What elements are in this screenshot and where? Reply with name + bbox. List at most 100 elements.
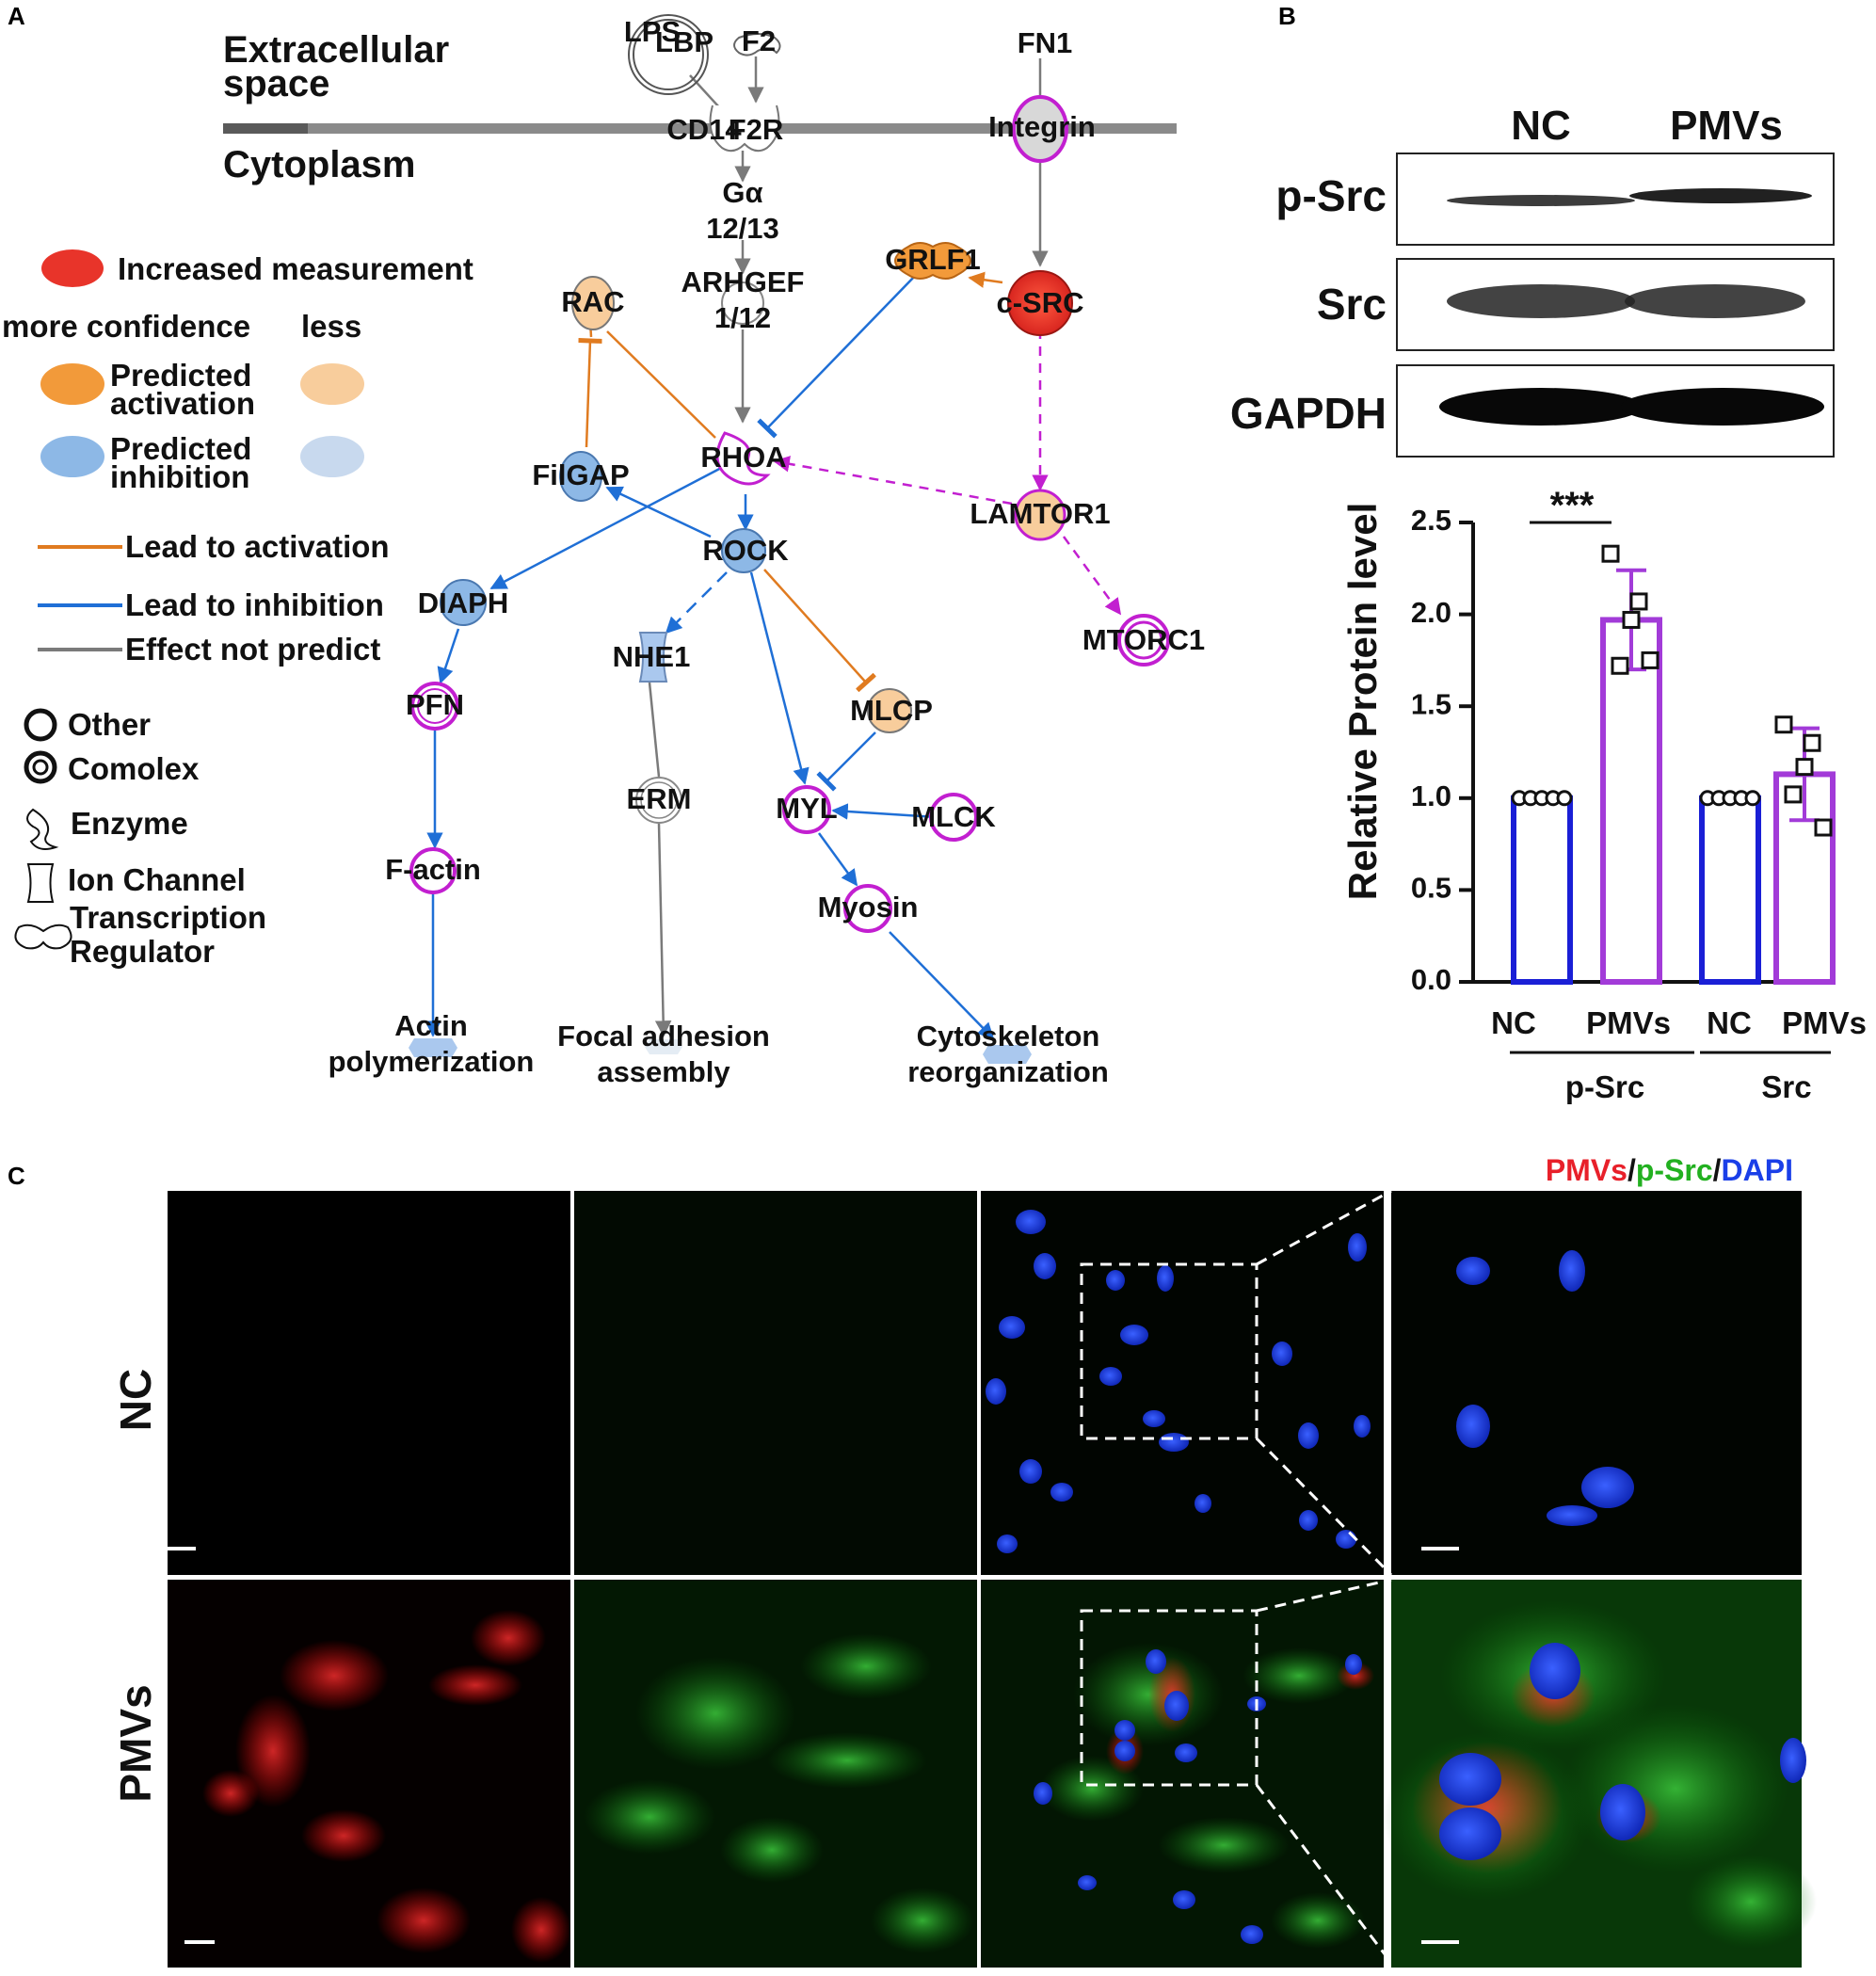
- cat-label-nc-1: NC: [1491, 1005, 1536, 1040]
- row-label-pmvs: PMVs: [111, 1684, 160, 1802]
- chart-ylabel: Relative Protein level: [1340, 503, 1385, 901]
- cell-membrane: [223, 123, 1177, 134]
- nc-zoom: [1391, 1191, 1802, 1575]
- pmvs-red-cells: [202, 1610, 571, 1963]
- legend-inh-strong-swatch: [40, 436, 104, 477]
- node-mlcp: MLCP: [850, 694, 933, 727]
- pmvs-green-cells: [584, 1633, 974, 1953]
- bar-p-src-nc: [1511, 795, 1573, 985]
- wb-col-nc: NC: [1511, 103, 1571, 149]
- membrane-dark-segment: [223, 123, 308, 134]
- band-gapdh-pmvs: [1621, 388, 1824, 426]
- panel-c: C PMVs/p-Src/DAPI NC PMVs: [8, 1153, 1817, 1968]
- legend-inh-weak-swatch: [300, 436, 364, 477]
- wb-row-gapdh: GAPDH: [1230, 389, 1387, 438]
- rhoa-node: RHOA: [700, 431, 787, 486]
- edge-nhe1-erm: [648, 682, 661, 778]
- node-pfn: PFN: [406, 688, 464, 721]
- edge-csrc-grlf1: [968, 271, 1003, 288]
- blot-psrc: [1396, 153, 1835, 246]
- pmvs-zoom-cells: [1384, 1600, 1817, 1949]
- wb-col-pmvs: PMVs: [1670, 103, 1783, 149]
- channel-psrc: p-Src: [1636, 1153, 1713, 1187]
- myl-node: MYL: [776, 785, 838, 834]
- data-points: [1511, 544, 1833, 837]
- lamtor1-node: LAMTOR1: [970, 489, 1111, 541]
- node-mlck: MLCK: [911, 800, 996, 833]
- bar-p-src-pmvs: [1600, 617, 1662, 985]
- panel-label-c: C: [8, 1162, 25, 1190]
- y-tick-label: 2.0: [1411, 596, 1451, 629]
- node-lbp: LBP: [655, 25, 714, 58]
- data-point: [1784, 785, 1803, 804]
- nc-zoom-nuclei: [1456, 1250, 1634, 1526]
- row-label-nc: NC: [111, 1369, 160, 1431]
- edge-grlf1-rhoa: [757, 272, 919, 439]
- f2-node: F2: [733, 24, 781, 57]
- mlcp-node: MLCP: [850, 688, 933, 733]
- y-tick-label: 1.5: [1411, 687, 1451, 720]
- edge-rhoa-rac: [606, 330, 716, 439]
- node-lps: LPS: [624, 15, 681, 48]
- legend-increased-swatch: [41, 249, 104, 287]
- pmvs-merge-cells: [1034, 1643, 1374, 1949]
- mlck-node: MLCK: [911, 793, 996, 842]
- pmvs-zoom-connector-top: [1256, 1578, 1392, 1613]
- cat-label-pmvs-2: PMVs: [1782, 1005, 1867, 1040]
- y-tick-label: 1.0: [1411, 779, 1451, 812]
- grlf1-node: GRLF1: [885, 242, 981, 280]
- legend-lead-inhibition: Lead to inhibition: [125, 587, 384, 622]
- y-tick-label: 0.5: [1411, 872, 1451, 905]
- nc-merge-nuclei: [986, 1210, 1371, 1553]
- edge-lamtor1-mtorc1: [1062, 536, 1122, 616]
- legend-effect-not-predict: Effect not predict: [125, 632, 380, 667]
- panel-label-b: B: [1278, 2, 1296, 30]
- nhe1-node: NHE1: [613, 632, 690, 683]
- legend-increased: Increased measurement: [118, 251, 473, 286]
- node-factin: F-actin: [385, 853, 481, 886]
- data-point: [1814, 818, 1833, 837]
- node-grlf1: GRLF1: [885, 243, 981, 276]
- edge-lamtor1-rhoa: [773, 456, 1013, 506]
- bar-chart: Relative Protein level 0.00.51.01.52.02.…: [1340, 485, 1867, 1104]
- band-src-pmvs: [1625, 284, 1805, 318]
- blot-src: [1396, 258, 1835, 351]
- myosin-node: Myosin: [818, 884, 918, 933]
- blot-gapdh: [1396, 364, 1835, 458]
- node-rhoa: RHOA: [700, 441, 786, 474]
- wb-row-psrc: p-Src: [1275, 171, 1387, 220]
- edge-mlck-myl: [831, 803, 938, 820]
- mtorc1-node: MTORC1: [1082, 614, 1205, 667]
- edge-lbp-cd14: [689, 74, 721, 109]
- pathway-edges: [425, 56, 1122, 1040]
- band-gapdh-nc: [1439, 388, 1643, 426]
- filgap-node: FilGAP: [532, 451, 630, 502]
- rock-node: ROCK: [702, 528, 789, 573]
- edge-diaph-pfn: [437, 628, 460, 684]
- lps-lbp-complex: LPS LBP: [624, 14, 714, 95]
- node-f2r: F2R: [729, 113, 784, 146]
- data-point: [1803, 733, 1821, 752]
- rac-node: RAC: [561, 276, 625, 330]
- edge-myl-myosin: [817, 832, 858, 887]
- node-lamtor1: LAMTOR1: [970, 497, 1110, 530]
- y-tick-label: 0.0: [1411, 963, 1451, 996]
- node-csrc: c-SRC: [996, 286, 1083, 319]
- cat-label-nc-2: NC: [1707, 1005, 1752, 1040]
- channel-pmvs: PMVs: [1546, 1153, 1627, 1187]
- edge-rock-filgap: [605, 486, 712, 538]
- band-src-nc: [1447, 284, 1635, 318]
- node-diaph: DIAPH: [418, 586, 508, 619]
- node-erm: ERM: [627, 782, 692, 815]
- edge-mlcp-myl: [816, 731, 876, 792]
